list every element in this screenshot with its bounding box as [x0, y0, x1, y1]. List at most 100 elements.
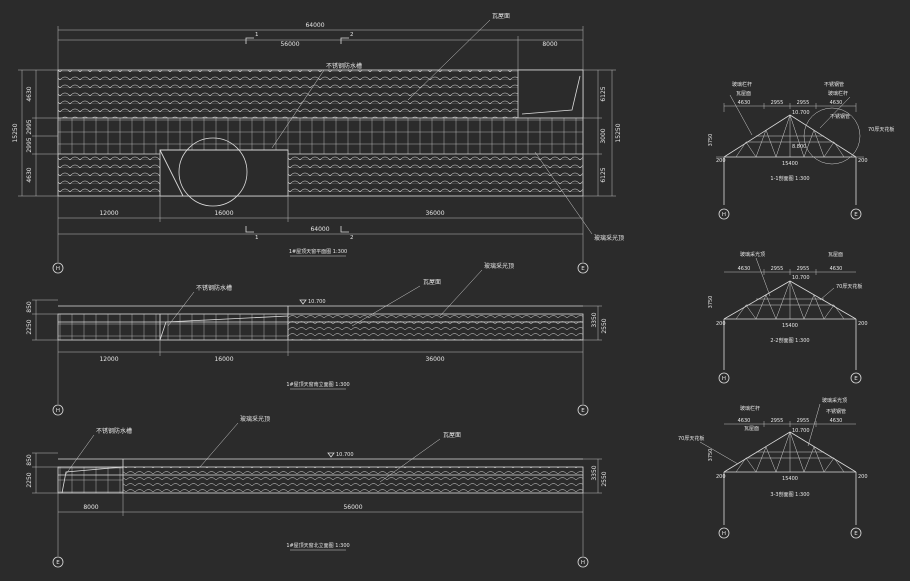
south-elev: 10.700 — [308, 299, 326, 305]
north-elev: 10.700 — [336, 452, 354, 458]
s2-dim-4: 4630 — [830, 266, 843, 272]
s2-axis-left: H — [722, 376, 726, 382]
s3-side-left: 200 — [716, 474, 726, 480]
s3-height: 3750 — [708, 449, 714, 462]
s1-dim-1: 4630 — [738, 100, 751, 106]
s1-label-5: 不锈钢管 — [830, 113, 850, 120]
north-left-dim-1: 850 — [26, 454, 33, 466]
s2-label-2: 瓦屋面 — [828, 252, 843, 258]
s3-elev: 10.700 — [792, 428, 810, 434]
plan-label-tile: 瓦屋面 — [492, 13, 510, 20]
plan-label-skylight: 玻璃采光顶 — [594, 234, 624, 242]
s2-title: 2-2剖面图 1:300 — [770, 337, 809, 344]
north-elevation: 不锈钢防水槽 玻璃采光顶 瓦屋面 10.700 850 2250 3350 25… — [26, 415, 608, 568]
south-axis-right: E — [581, 408, 585, 414]
s1-elev2: 8.800 — [792, 144, 806, 150]
s3-dim-3: 2955 — [797, 418, 810, 424]
s2-side-left: 200 — [716, 321, 726, 327]
plan-bottom-dim-1: 12000 — [99, 210, 118, 217]
plan-grid-bot-2: 2 — [350, 235, 354, 241]
plan-bottom-dim-2: 16000 — [214, 210, 233, 217]
south-axis-left: H — [56, 408, 60, 414]
north-axis-right: H — [581, 560, 585, 566]
s3-side-right: 200 — [858, 474, 868, 480]
north-bottom-dim-2: 56000 — [343, 504, 362, 511]
s1-title: 1-1剖面图 1:300 — [770, 175, 809, 182]
plan-bottom-total: 64000 — [310, 226, 329, 233]
s1-axis-right: E — [854, 212, 858, 218]
s3-label-5: 70厚天花板 — [678, 435, 704, 442]
s1-height: 3750 — [708, 134, 714, 147]
s1-label-2: 瓦屋面 — [736, 91, 751, 97]
plan-dim-left: 56000 — [280, 41, 299, 48]
s1-side-left: 200 — [716, 158, 726, 164]
s2-axis-right: E — [854, 376, 858, 382]
south-label-skylight: 玻璃采光顶 — [484, 262, 514, 270]
north-label-gutter: 不锈钢防水槽 — [96, 427, 132, 435]
south-label-gutter: 不锈钢防水槽 — [196, 284, 232, 292]
plan-grid-bot-1: 1 — [255, 235, 259, 241]
plan-left-dim-3: 2995 — [26, 137, 33, 152]
s3-label-1: 玻璃栏杆 — [740, 405, 760, 412]
plan-axis-left: H — [56, 266, 60, 272]
plan-bottom-dim-3: 36000 — [425, 210, 444, 217]
s2-dim-1: 4630 — [738, 266, 751, 272]
s3-dim-2: 2955 — [771, 418, 784, 424]
plan-left-total: 15250 — [12, 123, 19, 142]
plan-right-dim-3: 6125 — [600, 167, 607, 182]
plan-axis-right: E — [581, 266, 585, 272]
s1-width: 15400 — [782, 161, 798, 167]
north-bottom-dim-1: 8000 — [83, 504, 98, 511]
south-bottom-dim-1: 12000 — [99, 356, 118, 363]
s3-axis-left: H — [722, 531, 726, 537]
north-label-skylight: 玻璃采光顶 — [240, 415, 270, 423]
s3-label-4: 不锈钢管 — [826, 408, 846, 415]
s3-axis-right: E — [854, 531, 858, 537]
plan-right-dim-1: 6125 — [600, 86, 607, 101]
s1-label-1: 玻璃栏杆 — [732, 81, 752, 88]
s2-width: 15400 — [782, 323, 798, 329]
s1-side-right: 200 — [858, 158, 868, 164]
plan-left-dim-4: 4630 — [26, 167, 33, 182]
s1-dim-3: 2955 — [797, 100, 810, 106]
s3-label-3: 玻璃采光顶 — [822, 397, 847, 404]
s1-label-6: 70厚天花板 — [868, 126, 894, 133]
north-axis-left: E — [56, 560, 60, 566]
south-right-dim-1: 3350 — [591, 312, 598, 327]
south-bottom-dim-2: 16000 — [214, 356, 233, 363]
plan-dim-right: 8000 — [542, 41, 557, 48]
plan-right-total: 15250 — [615, 123, 622, 142]
s1-dim-4: 4630 — [830, 100, 843, 106]
north-label-tile: 瓦屋面 — [443, 432, 461, 439]
s2-dim-2: 2955 — [771, 266, 784, 272]
s2-dim-3: 2955 — [797, 266, 810, 272]
s3-dim-4: 4630 — [830, 418, 843, 424]
s1-dim-2: 2955 — [771, 100, 784, 106]
section-3-3: 4630 2955 2955 4630 10.700 15400 200 200… — [678, 397, 868, 539]
plan-left-dim-1: 4630 — [26, 86, 33, 101]
s1-elev: 10.700 — [792, 110, 810, 116]
north-left-dim-2: 2250 — [26, 472, 33, 487]
plan-left-dim-2: 2995 — [26, 119, 33, 134]
plan-label-gutter: 不锈钢防水槽 — [326, 62, 362, 70]
s1-label-4: 玻璃栏杆 — [828, 90, 848, 97]
plan-dim-total: 64000 — [305, 22, 324, 29]
plan-grid-top-2: 2 — [350, 32, 354, 38]
s2-elev: 10.700 — [792, 275, 810, 281]
north-right-dim-2: 2550 — [601, 471, 608, 486]
plan-right-dim-2: 3000 — [600, 128, 607, 143]
s1-label-3: 不锈钢管 — [824, 81, 844, 88]
plan-grid-top-1: 1 — [255, 32, 259, 38]
s2-side-right: 200 — [858, 321, 868, 327]
south-left-dim-2: 2250 — [26, 319, 33, 334]
section-1-1: 4630 2955 2955 4630 10.700 8.800 15400 2… — [708, 81, 894, 220]
s2-height: 3750 — [708, 296, 714, 309]
north-right-dim-1: 3350 — [591, 465, 598, 480]
south-left-dim-1: 850 — [26, 301, 33, 313]
south-bottom-dim-3: 36000 — [425, 356, 444, 363]
s2-label-3: 70厚天花板 — [836, 283, 862, 290]
s3-title: 3-3剖面图 1:300 — [770, 491, 809, 498]
south-elevation: 不锈钢防水槽 瓦屋面 玻璃采光顶 10.700 850 2250 3350 25… — [26, 262, 608, 416]
s3-dim-1: 4630 — [738, 418, 751, 424]
